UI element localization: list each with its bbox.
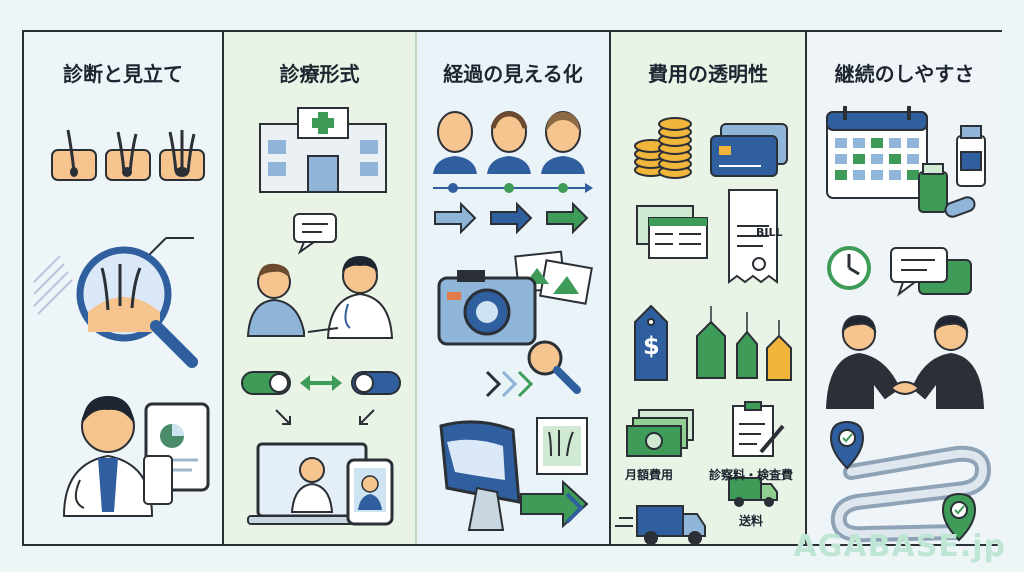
price-tag-icon xyxy=(634,304,792,381)
brand-watermark: AGABASE.jp xyxy=(793,529,1006,564)
head-thinning-icon xyxy=(487,111,531,174)
magnifier-icon xyxy=(76,237,198,368)
bill-label: BILL xyxy=(756,226,783,239)
monthly-fee-label: 月額費用 xyxy=(625,468,674,482)
head-regrowth-icon xyxy=(541,111,585,174)
calendar-icon xyxy=(826,106,928,199)
bill-receipt-icon xyxy=(728,189,778,284)
arrow-down-icon xyxy=(275,409,375,425)
column-title-progress-visualization: 経過の見える化 xyxy=(443,62,583,86)
column-ease-of-continuation: 継続のしやすさ xyxy=(807,32,1002,544)
column-title-cost-transparency: 費用の透明性 xyxy=(648,62,768,86)
column-consultation-format: 診療形式 xyxy=(224,32,417,544)
handshake-icon xyxy=(825,314,985,409)
column-progress-visualization: 経過の見える化 xyxy=(417,32,611,544)
scalp-scope-icon xyxy=(439,417,588,531)
dollar-sign: $ xyxy=(643,332,660,360)
hair-follicle-icon xyxy=(159,130,205,181)
timeline-icon xyxy=(433,183,593,193)
chat-bubble-icon xyxy=(293,213,337,255)
laptop-telemedicine-icon xyxy=(247,442,377,525)
winding-path-icon xyxy=(830,445,992,543)
hair-follicle-icon xyxy=(51,129,97,181)
smartphone-video-icon xyxy=(346,458,394,526)
toggle-icon xyxy=(351,371,401,395)
tablet-chart-icon xyxy=(143,402,210,505)
magnifier-icon xyxy=(527,340,581,394)
hospital-icon xyxy=(259,107,387,193)
arrow-right-icon xyxy=(520,479,589,529)
chevron-arrows-icon xyxy=(485,370,534,398)
doctor-icon xyxy=(62,396,154,517)
chat-bubble-icon xyxy=(890,247,972,297)
diagnosis-illustrations xyxy=(33,129,210,517)
credit-card-icon xyxy=(710,123,788,177)
column-title-ease-of-continuation: 継続のしやすさ xyxy=(834,62,975,86)
head-thinning-icon xyxy=(433,111,477,174)
invoice-icon xyxy=(636,205,708,259)
column-title-diagnosis: 診断と見立て xyxy=(63,62,183,86)
delivery-truck-icon xyxy=(615,505,706,545)
progress-illustrations xyxy=(433,111,593,531)
cost-illustrations xyxy=(615,117,792,545)
delivery-truck-icon xyxy=(728,477,778,507)
banknote-icon xyxy=(626,409,694,457)
hair-follicle-icon xyxy=(105,131,151,181)
clipboard-pen-icon xyxy=(732,401,785,457)
toggle-icon xyxy=(241,371,291,395)
doctor-icon xyxy=(307,256,394,339)
medicine-bottle-icon xyxy=(918,125,986,218)
infographic-frame: 診断と見立て xyxy=(22,30,1002,546)
continuation-illustrations xyxy=(825,106,992,543)
consultation-illustrations xyxy=(241,107,401,526)
hatch-decoration xyxy=(33,255,73,315)
clock-icon xyxy=(827,246,871,290)
column-cost-transparency: 費用の透明性 xyxy=(611,32,807,545)
column-title-consultation-format: 診療形式 xyxy=(279,62,360,86)
coin-stack-icon xyxy=(634,117,692,179)
exam-fee-label: 診察料・検査費 xyxy=(709,468,794,482)
location-pin-icon xyxy=(829,420,977,542)
arrow-right-icon xyxy=(434,201,589,235)
camera-icon xyxy=(437,270,537,346)
patient-icon xyxy=(246,263,305,337)
double-arrow-icon xyxy=(300,375,342,391)
column-diagnosis: 診断と見立て xyxy=(24,32,224,544)
shipping-label: 送料 xyxy=(739,514,764,528)
